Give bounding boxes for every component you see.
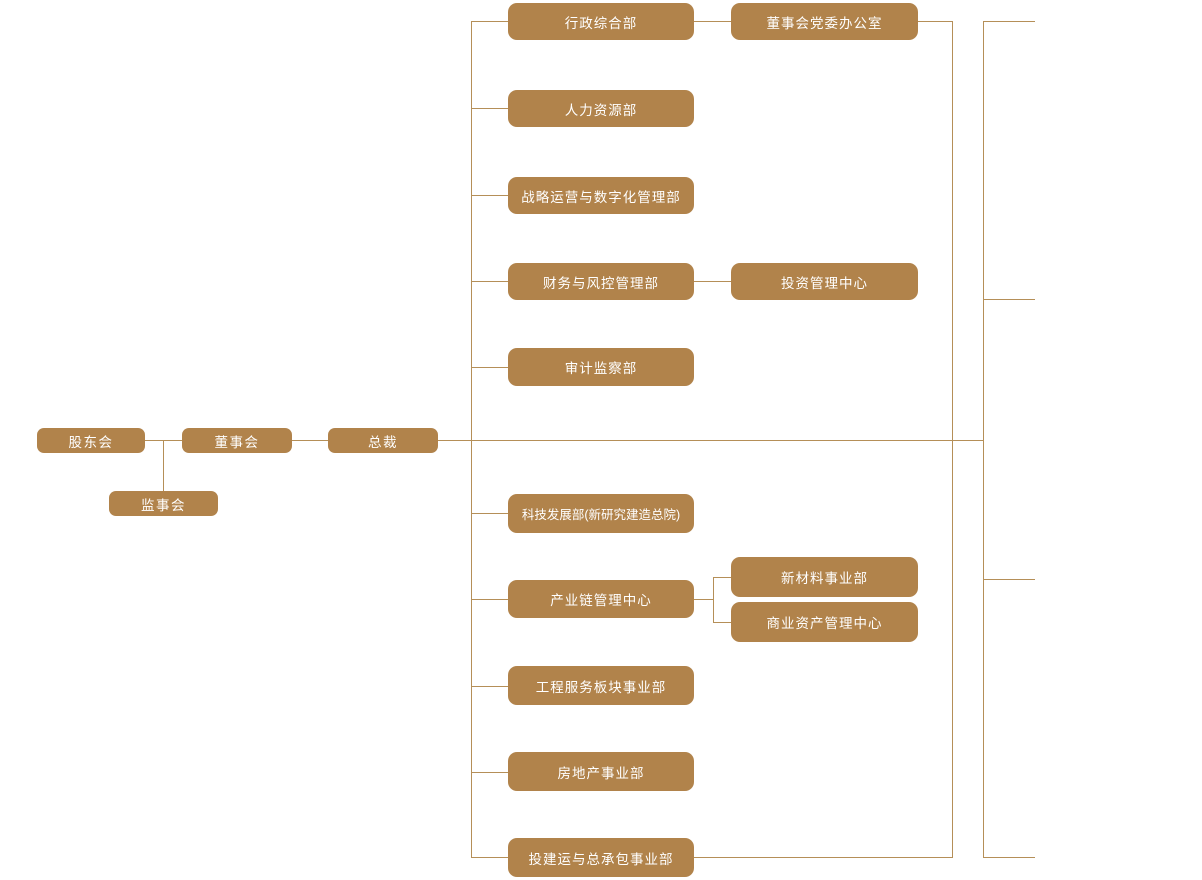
connector-line <box>471 772 508 773</box>
org-node-hr-dept: 人力资源部 <box>508 90 694 127</box>
org-node-industry-chain-center: 产业链管理中心 <box>508 580 694 618</box>
org-node-engineering-dept: 工程服务板块事业部 <box>508 666 694 705</box>
org-node-real-estate-dept: 房地产事业部 <box>508 752 694 791</box>
org-node-strategy-dept: 战略运营与数字化管理部 <box>508 177 694 214</box>
connector-line <box>713 622 731 623</box>
connector-line <box>983 21 984 858</box>
connector-line <box>471 599 508 600</box>
connector-line <box>471 367 508 368</box>
connector-line <box>471 21 472 858</box>
connector-line <box>471 195 508 196</box>
connector-line <box>713 577 731 578</box>
connector-line <box>918 21 952 22</box>
org-node-board-of-directors: 董事会 <box>182 428 292 453</box>
org-node-tech-dev-dept: 科技发展部(新研究建造总院) <box>508 494 694 533</box>
connector-line <box>952 21 953 858</box>
connector-line <box>983 857 1035 858</box>
connector-line <box>713 577 714 622</box>
org-node-party-office: 董事会党委办公室 <box>731 3 918 40</box>
org-node-shareholders: 股东会 <box>37 428 145 453</box>
org-node-president: 总裁 <box>328 428 438 453</box>
connector-line <box>471 686 508 687</box>
connector-line <box>438 440 984 441</box>
org-node-investment-center: 投资管理中心 <box>731 263 918 300</box>
connector-line <box>694 281 731 282</box>
org-node-finance-risk-dept: 财务与风控管理部 <box>508 263 694 300</box>
connector-line <box>163 440 164 491</box>
org-node-new-materials-dept: 新材料事业部 <box>731 557 918 597</box>
connector-line <box>694 599 713 600</box>
org-node-audit-dept: 审计监察部 <box>508 348 694 386</box>
connector-line <box>983 579 1035 580</box>
connector-line <box>471 281 508 282</box>
org-node-epc-dept: 投建运与总承包事业部 <box>508 838 694 877</box>
org-node-supervisory-board: 监事会 <box>109 491 218 516</box>
connector-line <box>471 21 508 22</box>
connector-line <box>694 21 731 22</box>
connector-line <box>471 513 508 514</box>
org-node-admin-dept: 行政综合部 <box>508 3 694 40</box>
connector-line <box>983 299 1035 300</box>
connector-line <box>292 440 328 441</box>
connector-line <box>694 857 952 858</box>
connector-line <box>471 857 508 858</box>
org-node-commercial-assets-center: 商业资产管理中心 <box>731 602 918 642</box>
connector-line <box>471 108 508 109</box>
connector-line <box>983 21 1035 22</box>
